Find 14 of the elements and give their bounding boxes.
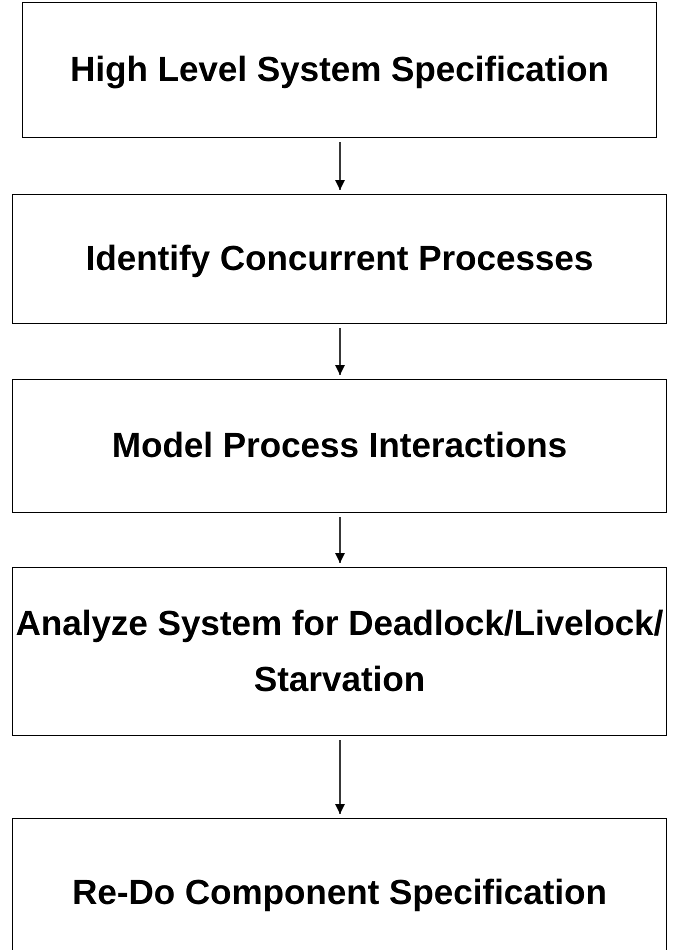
box-label: High Level System Specification — [70, 49, 609, 91]
process-box — [12, 379, 667, 513]
arrow — [335, 740, 345, 814]
box-label: Re-Do Component Specification — [72, 872, 607, 914]
arrow — [335, 142, 345, 190]
box-label: Analyze System for Deadlock/Livelock/ Starvation — [14, 602, 664, 700]
process-box — [22, 2, 657, 138]
arrow — [335, 328, 345, 375]
arrow — [335, 517, 345, 563]
process-box — [12, 194, 667, 324]
process-box — [12, 818, 667, 950]
box-label: Identify Concurrent Processes — [86, 238, 594, 280]
box-label: Model Process Interactions — [112, 425, 568, 467]
process-box — [12, 567, 667, 736]
